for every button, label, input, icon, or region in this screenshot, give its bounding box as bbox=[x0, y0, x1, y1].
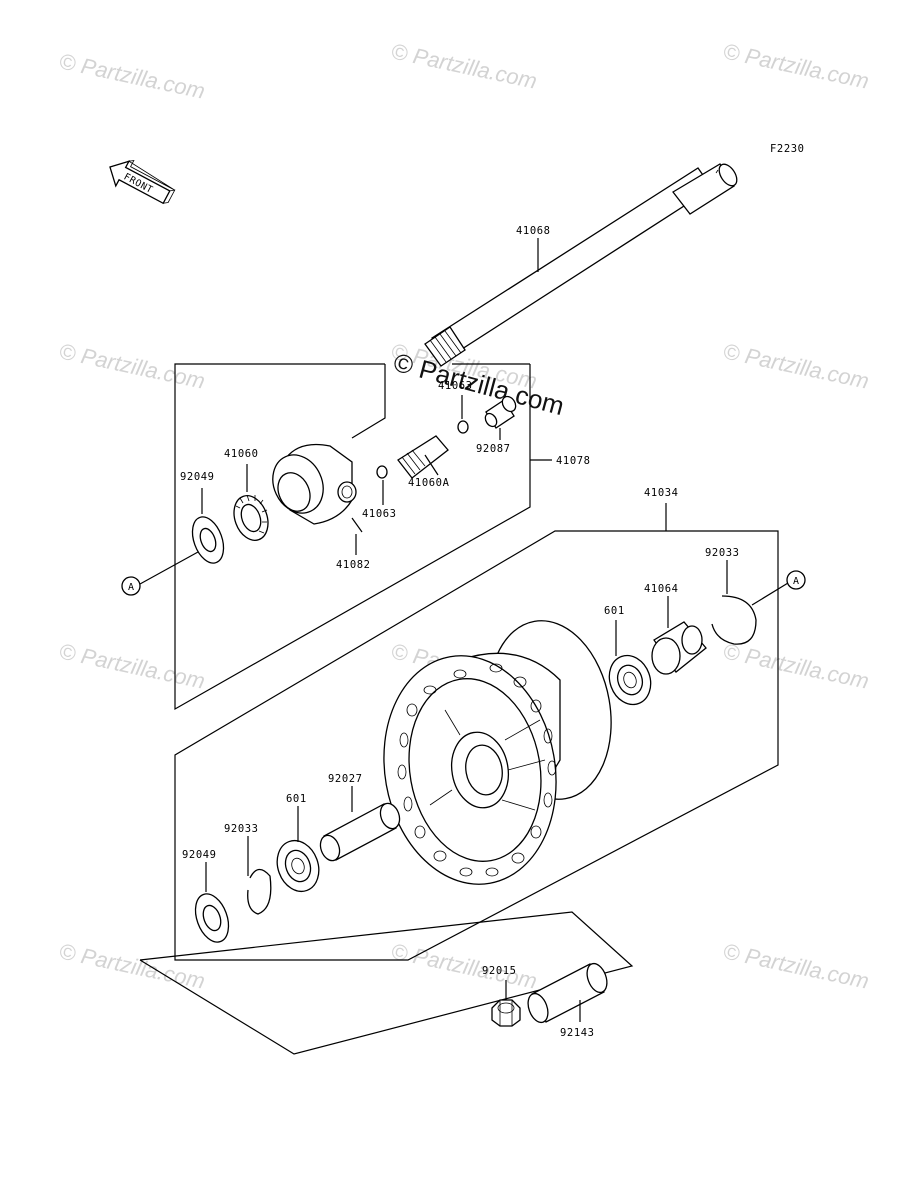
watermark: © Partzilla.com bbox=[57, 938, 207, 993]
reference-marker-left-top bbox=[121, 576, 141, 596]
spacer-part bbox=[319, 802, 401, 862]
part-label-41060: 41060 bbox=[224, 448, 259, 460]
part-label-92033-left: 92033 bbox=[224, 823, 259, 835]
reference-marker-label-right: A bbox=[793, 576, 799, 587]
gearbox-group-outline bbox=[174, 363, 552, 711]
gear-housing-part bbox=[272, 443, 357, 525]
watermark: © Partzilla.com bbox=[57, 338, 207, 393]
watermark: © Partzilla.com bbox=[389, 938, 539, 993]
part-label-92143: 92143 bbox=[560, 1027, 595, 1039]
pin-part bbox=[351, 517, 363, 533]
part-label-41078: 41078 bbox=[556, 455, 591, 467]
washer-top-part bbox=[457, 420, 469, 434]
part-label-41063: 41063 bbox=[362, 508, 397, 520]
washer-part bbox=[376, 465, 388, 479]
part-label-41034: 41034 bbox=[644, 487, 679, 499]
collar-92143-part bbox=[527, 962, 608, 1024]
axle-part bbox=[424, 163, 738, 367]
bearing-right-part bbox=[608, 654, 652, 706]
part-label-41063-top: 41063 bbox=[438, 380, 473, 392]
wheel-hub-part bbox=[383, 620, 612, 885]
part-label-601-right: 601 bbox=[604, 605, 625, 617]
circlip-left-part bbox=[247, 868, 272, 915]
reference-marker-right bbox=[786, 570, 806, 590]
part-label-41060A: 41060A bbox=[408, 477, 450, 489]
oil-seal-top-part bbox=[191, 516, 225, 564]
hub-group-outline bbox=[174, 503, 779, 961]
reference-marker-label: A bbox=[128, 582, 134, 593]
nut-part bbox=[491, 999, 521, 1027]
figure-code: F2230 bbox=[770, 143, 805, 155]
lower-group-outline bbox=[139, 911, 634, 1055]
part-label-601-left: 601 bbox=[286, 793, 307, 805]
watermark: © Partzilla.com bbox=[389, 38, 539, 93]
part-label-41068: 41068 bbox=[516, 225, 551, 237]
watermark: © Partzilla.com bbox=[721, 338, 871, 393]
watermark: © Partzilla.com bbox=[721, 38, 871, 93]
part-label-92015: 92015 bbox=[482, 965, 517, 977]
part-label-41082: 41082 bbox=[336, 559, 371, 571]
part-label-92027: 92027 bbox=[328, 773, 363, 785]
pinion-part bbox=[397, 435, 449, 479]
part-label-92049-top: 92049 bbox=[180, 471, 215, 483]
bearing-left-part bbox=[276, 839, 320, 893]
circlip-right-part bbox=[711, 595, 757, 645]
part-label-92087: 92087 bbox=[476, 443, 511, 455]
part-label-92049-bottom: 92049 bbox=[182, 849, 217, 861]
watermark: © Partzilla.com bbox=[57, 48, 207, 103]
oil-seal-bottom-part bbox=[194, 893, 230, 943]
front-arrow-icon: FRONT bbox=[109, 159, 176, 205]
collar-part bbox=[651, 621, 707, 675]
watermark: © Partzilla.com bbox=[721, 638, 871, 693]
drive-gear-part bbox=[233, 494, 269, 541]
watermark: © Partzilla.com bbox=[57, 638, 207, 693]
watermark: © Partzilla.com bbox=[721, 938, 871, 993]
bushing-part bbox=[484, 395, 517, 429]
part-label-92033-right: 92033 bbox=[705, 547, 740, 559]
part-label-41064: 41064 bbox=[644, 583, 679, 595]
